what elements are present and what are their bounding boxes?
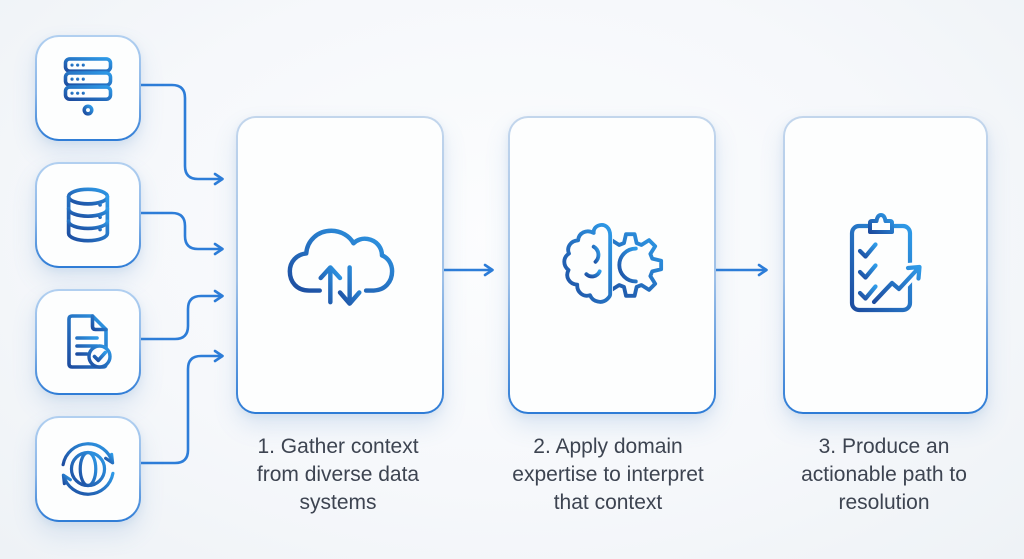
document-check-icon	[67, 314, 112, 369]
globe-sync-icon	[61, 442, 115, 496]
step-card-apply-expertise	[508, 116, 716, 414]
clipboard-checklist-icon	[849, 213, 924, 313]
server-icon	[63, 57, 113, 116]
connector-globe-to-step1	[135, 349, 224, 465]
step-card-actionable-path	[783, 116, 988, 414]
step3-caption: 3. Produce an actionable path to resolut…	[801, 435, 967, 514]
connector-document-to-step1	[135, 289, 224, 341]
step-card-gather-context	[236, 116, 444, 414]
database-icon	[66, 187, 110, 243]
connector-server-to-step1	[135, 83, 224, 186]
cloud-transfer-icon	[287, 228, 395, 308]
brain-gear-icon	[562, 222, 664, 304]
step1-caption: 1. Gather context from diverse data syst…	[256, 435, 420, 514]
connector-database-to-step1	[135, 211, 224, 256]
source-card-documents	[35, 289, 141, 395]
source-card-global-sync	[35, 416, 141, 522]
source-card-database	[35, 162, 141, 268]
source-card-servers	[35, 35, 141, 141]
step2-caption: 2. Apply domain expertise to interpret t…	[512, 435, 704, 514]
